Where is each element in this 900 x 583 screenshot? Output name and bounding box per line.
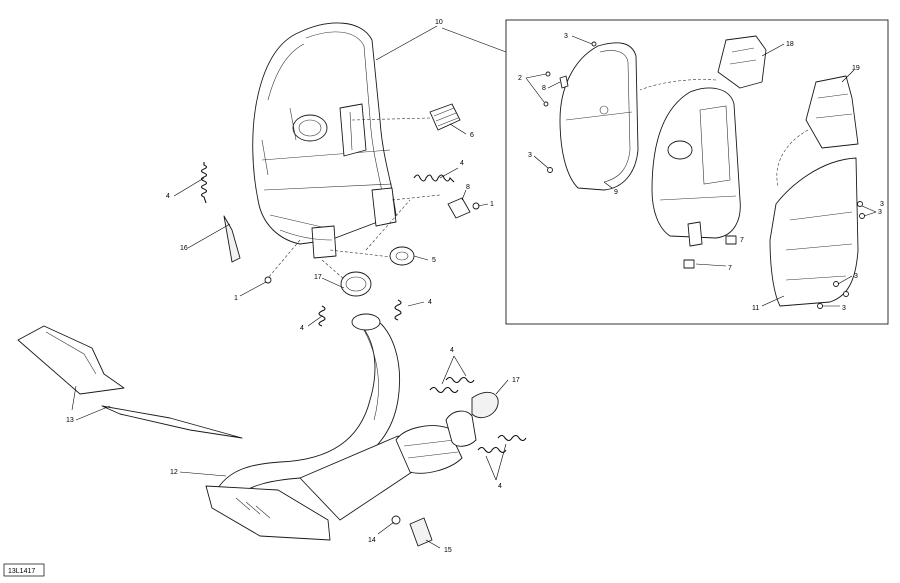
callout-19: 19	[852, 65, 860, 72]
gasket	[471, 391, 499, 418]
callout-4: 4	[450, 347, 454, 354]
screw	[859, 213, 865, 219]
callout-15: 15	[444, 547, 452, 554]
spring	[497, 434, 527, 442]
callout-4: 4	[498, 483, 502, 490]
gasket-ring	[340, 271, 372, 297]
exhaust-pipe	[205, 313, 477, 541]
guide-line	[391, 194, 441, 201]
drawing-id-box	[3, 563, 45, 577]
callout-8: 8	[542, 85, 546, 92]
callout-17: 17	[314, 274, 322, 281]
guide-line	[365, 199, 411, 251]
grommet-small	[559, 75, 569, 89]
callout-4: 4	[300, 325, 304, 332]
callout-7: 7	[728, 265, 732, 272]
guide-line	[351, 117, 431, 121]
screw	[545, 71, 551, 77]
callout-2: 2	[518, 75, 522, 82]
callout-10: 10	[435, 19, 443, 26]
guide-line	[321, 259, 346, 281]
assembly-arrow	[639, 79, 717, 91]
muffler	[252, 22, 397, 259]
muffler-inner-half	[651, 87, 741, 247]
spring	[394, 299, 402, 321]
callout-7: 7	[740, 237, 744, 244]
callout-4: 4	[166, 193, 170, 200]
guide-line	[329, 249, 401, 259]
callout-1: 1	[490, 201, 494, 208]
callout-17: 17	[512, 377, 520, 384]
callout-6: 6	[470, 132, 474, 139]
screw	[843, 291, 849, 297]
rubber-mount	[429, 103, 461, 131]
heat-shield	[17, 325, 243, 439]
callout-4: 4	[428, 299, 432, 306]
assembly-arrow	[776, 129, 809, 187]
screw	[543, 101, 549, 107]
inset-connector-line	[441, 27, 507, 53]
callout-3: 3	[528, 152, 532, 159]
heat-shield-plate	[769, 157, 859, 307]
callout-5: 5	[432, 257, 436, 264]
leader-lines	[71, 25, 877, 549]
callout-8: 8	[466, 184, 470, 191]
drawing-id: 13L1417	[8, 568, 35, 575]
spring	[413, 174, 455, 183]
screw	[857, 201, 863, 207]
callout-3: 3	[854, 273, 858, 280]
callout-14: 14	[368, 537, 376, 544]
spring	[445, 376, 475, 384]
callout-13: 13	[66, 417, 74, 424]
spring	[200, 162, 208, 204]
screw	[833, 281, 839, 287]
callout-3: 3	[878, 209, 882, 216]
callout-3: 3	[842, 305, 846, 312]
callout-3: 3	[880, 201, 884, 208]
callout-18: 18	[786, 41, 794, 48]
bracket	[409, 517, 433, 547]
screw	[591, 41, 597, 47]
callout-16: 16	[180, 245, 188, 252]
heat-wire	[223, 215, 241, 263]
bolt	[264, 276, 272, 284]
muffler-outer-half	[559, 42, 639, 191]
spring	[429, 386, 459, 394]
clip	[683, 259, 695, 269]
grommet	[389, 246, 415, 266]
callout-3: 3	[564, 33, 568, 40]
callout-9: 9	[614, 189, 618, 196]
callout-11: 11	[752, 305, 759, 312]
screw	[547, 167, 553, 173]
callout-1: 1	[234, 295, 238, 302]
screw	[817, 303, 823, 309]
clamp	[447, 197, 471, 219]
spring	[477, 446, 507, 454]
guide-line	[267, 239, 301, 279]
insulation-pad-19	[805, 75, 859, 149]
inset-detail-frame	[505, 19, 889, 325]
callout-4: 4	[460, 160, 464, 167]
callout-12: 12	[170, 469, 178, 476]
clip	[725, 235, 737, 245]
